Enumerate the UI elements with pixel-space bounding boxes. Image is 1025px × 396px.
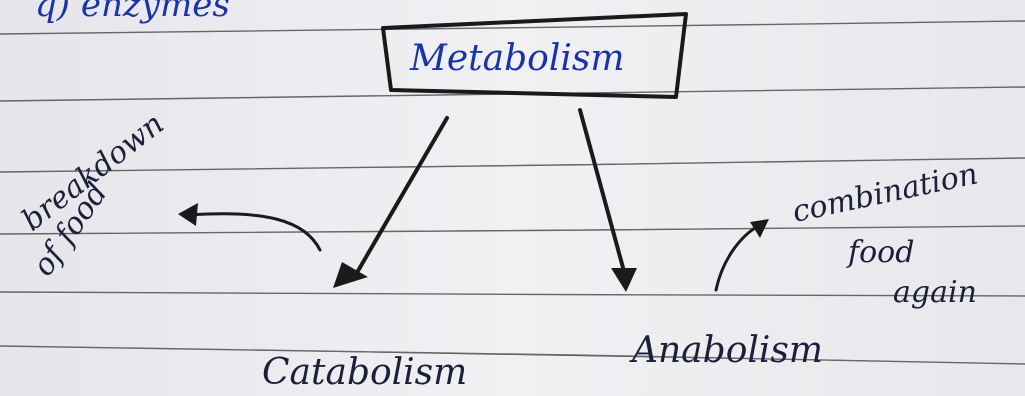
- right-note-line-3: again: [893, 275, 977, 310]
- anabolism-label: Anabolism: [629, 330, 823, 371]
- rule-line: [0, 225, 1025, 235]
- curved-arrow-left: [188, 212, 322, 252]
- connector-arrows: [353, 108, 627, 278]
- arrowhead-catabolism: [333, 262, 368, 288]
- arrow-to-catabolism: [353, 116, 449, 278]
- arrow-to-anabolism: [578, 108, 627, 277]
- rule-line: [0, 345, 1025, 365]
- curved-arrow-left-head: [178, 203, 198, 226]
- curved-arrow-right: [714, 224, 760, 292]
- root-node: Metabolism: [381, 12, 688, 99]
- root-label: Metabolism: [409, 38, 624, 79]
- partial-heading-text: q) enzymes: [35, 0, 230, 25]
- rule-line: [0, 291, 1025, 297]
- root-box: [381, 12, 688, 99]
- curved-arrow-right-head: [750, 219, 769, 238]
- right-note-line-2: food: [846, 235, 914, 270]
- rule-line: [0, 20, 1025, 35]
- arrowhead-anabolism: [611, 268, 637, 292]
- rule-line: [0, 157, 1025, 173]
- catabolism-label: Catabolism: [262, 352, 467, 393]
